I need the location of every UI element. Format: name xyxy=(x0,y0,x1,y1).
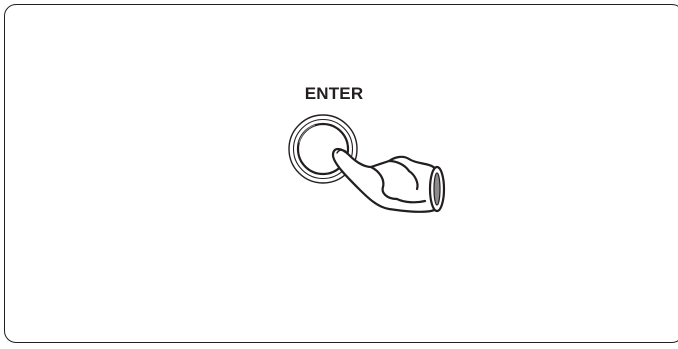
enter-button-illustration xyxy=(285,109,455,227)
pointing-hand-icon xyxy=(333,149,444,212)
sleeve-cuff-inner xyxy=(434,173,440,205)
enter-button-label: ENTER xyxy=(277,84,391,104)
panel-frame: ENTER xyxy=(4,4,678,343)
hand-outline xyxy=(333,149,444,212)
